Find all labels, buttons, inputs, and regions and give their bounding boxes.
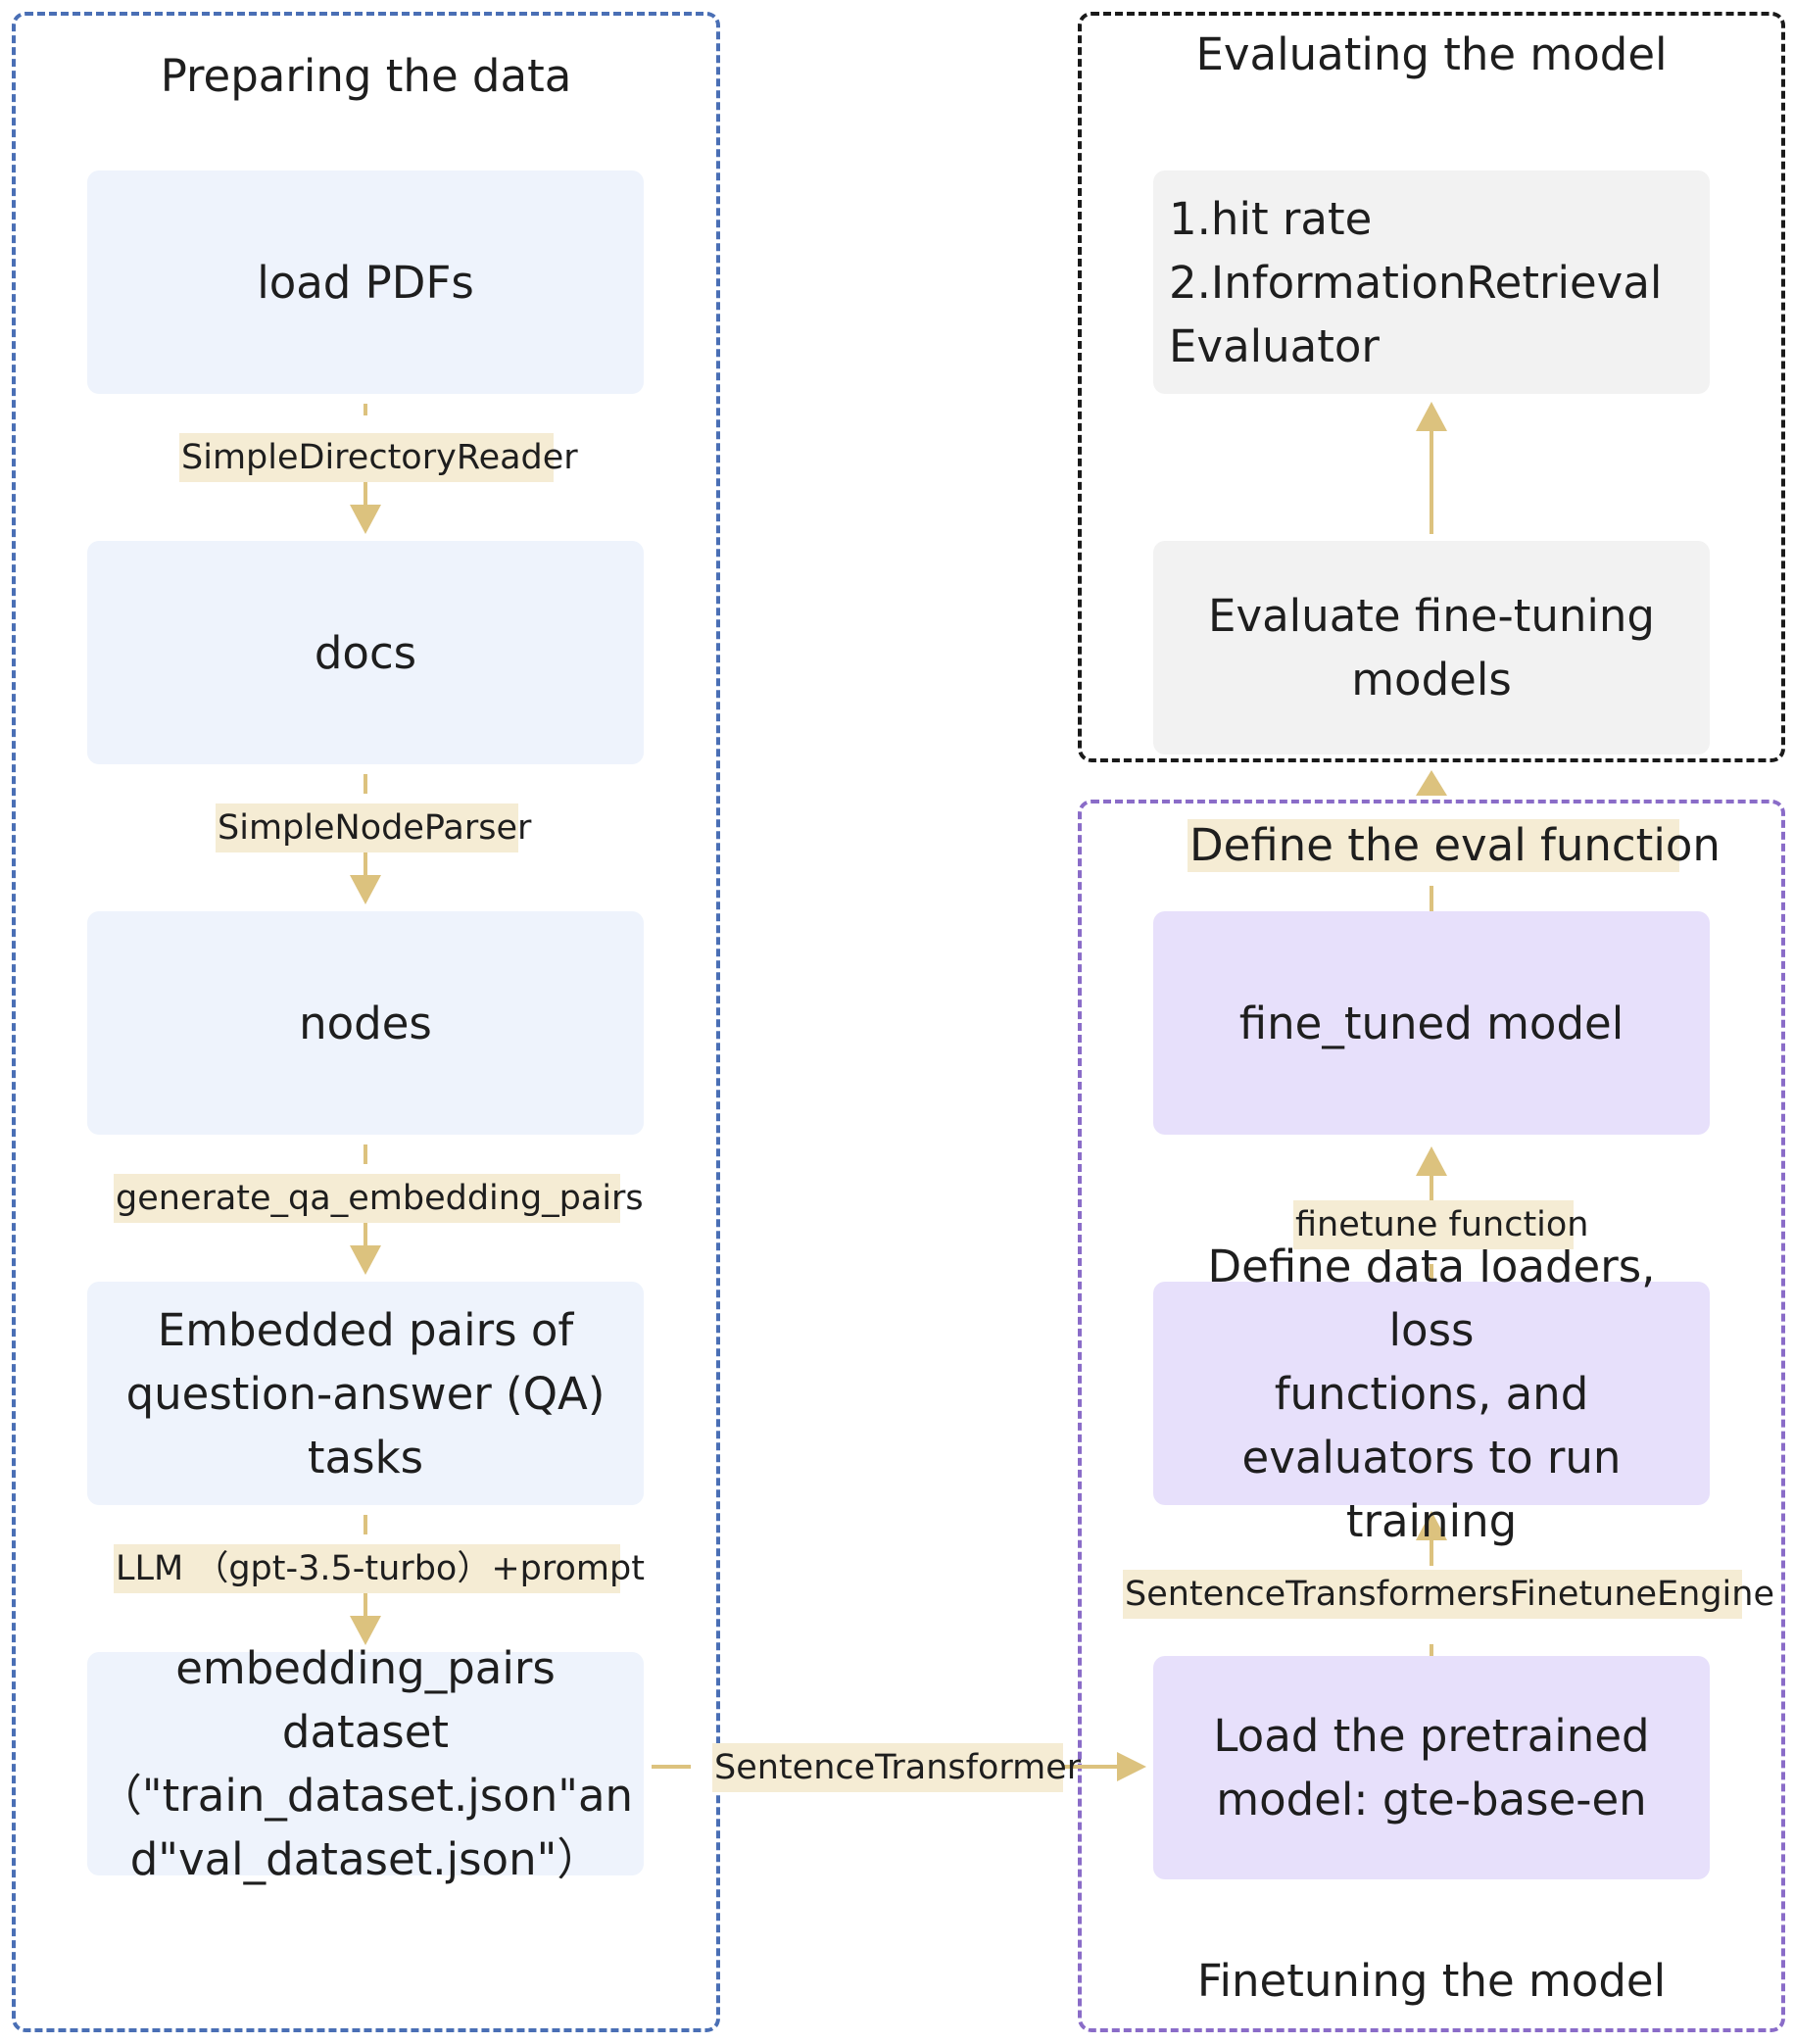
node-load-pdfs: load PDFs <box>87 170 644 394</box>
group-evaluating-model <box>1078 12 1785 762</box>
node-fine-tuned: fine_tuned model <box>1153 911 1710 1135</box>
edge-label-sentence-transformer: SentenceTransformer <box>712 1743 1081 1792</box>
node-dataset-label: embedding_pairs dataset （"train_dataset.… <box>97 1642 634 1885</box>
arrowhead-eval-fn <box>1416 770 1447 796</box>
node-load-pdfs-label: load PDFs <box>257 256 474 309</box>
edge-label-finetune: finetune function <box>1293 1200 1588 1249</box>
node-pretrained: Load the pretrained model: gte-base-en <box>1153 1656 1710 1879</box>
edge-label-reader: SimpleDirectoryReader <box>179 433 578 482</box>
node-qa-pairs-label: Embedded pairs of question-answer (QA) t… <box>125 1303 606 1484</box>
node-metrics-label: 1.hit rate 2.InformationRetrieval Evalua… <box>1169 192 1663 372</box>
node-nodes: nodes <box>87 911 644 1135</box>
node-pretrained-label: Load the pretrained model: gte-base-en <box>1213 1710 1650 1825</box>
group-preparing-data <box>12 12 720 2032</box>
group-title-prep: Preparing the data <box>160 50 572 102</box>
group-title-fine: Finetuning the model <box>1196 1955 1667 2007</box>
node-evaluate-label: Evaluate fine-tuning models <box>1208 590 1655 706</box>
edge-label-engine: SentenceTransformersFinetuneEngine <box>1123 1570 1774 1619</box>
node-loaders: Define data loaders, loss functions, and… <box>1153 1241 1710 1547</box>
node-fine-tuned-label: fine_tuned model <box>1238 997 1624 1049</box>
node-docs-label: docs <box>314 626 417 679</box>
edge-label-parser: SimpleNodeParser <box>216 803 531 852</box>
node-evaluate: Evaluate fine-tuning models <box>1153 541 1710 754</box>
group-finetuning-model <box>1078 800 1785 2032</box>
node-metrics: 1.hit rate 2.InformationRetrieval Evalua… <box>1153 170 1710 394</box>
node-nodes-label: nodes <box>299 997 432 1049</box>
node-dataset: embedding_pairs dataset （"train_dataset.… <box>87 1642 644 1885</box>
node-loaders-label: Define data loaders, loss functions, and… <box>1207 1240 1656 1547</box>
node-docs: docs <box>87 541 644 764</box>
node-qa-pairs: Embedded pairs of question-answer (QA) t… <box>87 1282 644 1505</box>
group-title-eval: Evaluating the model <box>1195 28 1668 80</box>
edge-label-llm: LLM （gpt-3.5-turbo）+prompt <box>114 1544 645 1593</box>
edge-label-eval-fn: Define the eval function <box>1188 819 1721 872</box>
edge-label-generate: generate_qa_embedding_pairs <box>114 1174 644 1223</box>
